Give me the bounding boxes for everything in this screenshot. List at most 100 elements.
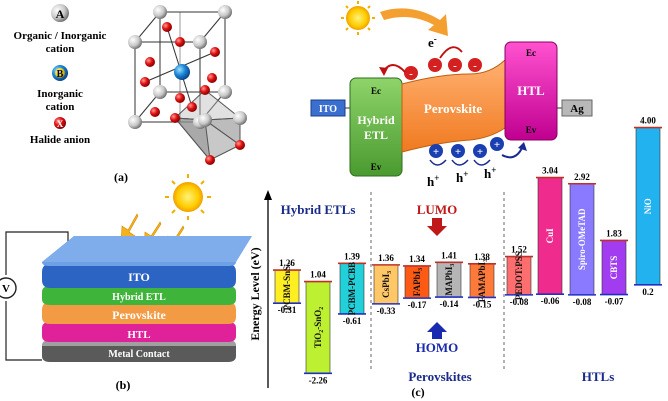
etl-ec-label: Ec — [371, 86, 381, 96]
atom-a — [218, 5, 232, 19]
atom-a — [128, 35, 142, 49]
svg-text:-: - — [473, 60, 477, 72]
legend-x-text: Halide anion — [30, 134, 90, 146]
hole-label: h+ — [427, 173, 439, 189]
svg-text:-: - — [409, 68, 413, 80]
material-label: NiO — [643, 198, 653, 214]
top-value-label: 4.00 — [640, 116, 656, 126]
lumo-label: LUMO — [417, 202, 457, 217]
light-arrow-icon — [380, 8, 448, 36]
bottom-value-label: -0.14 — [440, 299, 459, 309]
top-value-label: 1.39 — [344, 251, 360, 261]
etl-ev-label: Ev — [371, 162, 382, 172]
lumo-arrow-icon — [427, 218, 447, 236]
ito-label: ITO — [319, 104, 337, 115]
hole-hop-arrows — [429, 159, 491, 166]
legend-a-text-line1: Organic / Inorganic — [14, 30, 107, 42]
top-value-label: 1.83 — [606, 228, 622, 238]
legend-x-symbol: X — [57, 119, 64, 129]
layer-metal-contact: Metal Contact — [42, 340, 236, 362]
layer-label-hybrid-etl: Hybrid ETL — [112, 292, 166, 303]
top-value-label: 1.41 — [441, 250, 457, 260]
atom-x — [210, 47, 220, 57]
ag-label: Ag — [570, 103, 584, 115]
atom-a — [218, 85, 232, 99]
holes: + + + + — [429, 137, 504, 158]
layer-hybrid-etl: Hybrid ETL — [42, 286, 236, 305]
hole-arrowhead-icon — [518, 142, 527, 151]
voltmeter-label: V — [2, 283, 10, 295]
atom-x — [235, 140, 245, 150]
legend-a-text-line2: cation — [46, 43, 75, 55]
layer-ito: ITO — [42, 236, 252, 288]
svg-text:+: + — [433, 146, 439, 158]
electron-excite-arrow-icon — [439, 46, 463, 59]
energy-bar-pcbm-pcbb — [339, 263, 365, 315]
panel-b-label: (b) — [116, 378, 131, 392]
energy-bar-nio — [635, 127, 661, 286]
layer-label-ito: ITO — [128, 270, 150, 284]
homo-arrow-icon — [427, 322, 447, 339]
atom-a — [233, 111, 247, 125]
top-value-label: 1.26 — [279, 258, 295, 268]
legend-b-text-line1: Inorganic — [37, 88, 83, 100]
layer-htl: HTL — [42, 322, 236, 342]
atom-x — [187, 102, 197, 112]
material-label: FAPbI3 — [412, 268, 424, 296]
electron-arrowhead-icon — [379, 67, 388, 76]
hole-label: h+ — [484, 165, 496, 181]
layer-label-perovskite: Perovskite — [112, 308, 166, 322]
layer-label-htl: HTL — [127, 329, 150, 341]
panel-a: A Organic / Inorganic cation B Inorganic… — [14, 4, 247, 184]
htl-band — [504, 41, 558, 141]
crystal-atoms — [128, 5, 247, 165]
bottom-value-label: -2.26 — [309, 375, 328, 385]
bottom-value-label: -0.17 — [408, 300, 427, 310]
y-axis-label: Energy Level (eV) — [248, 247, 262, 340]
electrons: - - - - — [404, 58, 482, 80]
atom-x — [162, 22, 172, 32]
svg-text:+: + — [455, 146, 461, 158]
legend-b-inner — [55, 68, 65, 78]
bottom-value-label: -0.06 — [541, 296, 560, 306]
bottom-value-label: -0.08 — [573, 297, 592, 307]
layer-perovskite: Perovskite — [42, 302, 236, 324]
material-label: CBTS — [609, 256, 619, 280]
electron-label: e- — [428, 34, 437, 50]
material-label: FAMAPbI3 — [477, 259, 489, 302]
top-value-label: 1.34 — [409, 254, 425, 264]
top-value-label: 3.04 — [542, 166, 558, 176]
svg-text:+: + — [494, 139, 500, 151]
etl-label-line1: Hybrid — [357, 113, 395, 127]
bottom-value-label: -0.15 — [473, 299, 492, 309]
energy-level-bars: 1.26-0.31PCBM-SnS21.04-2.26TiO2-SnO21.39… — [273, 116, 662, 385]
panel-a-label: (a) — [114, 170, 128, 184]
material-label: Spiro-OMeTAD — [577, 208, 587, 270]
hole-transfer-arrow-icon — [501, 147, 523, 159]
htl-label: HTL — [517, 83, 545, 98]
bottom-value-label: -0.08 — [510, 297, 529, 307]
bottom-value-label: -0.33 — [377, 306, 396, 316]
panel-c-label: (c) — [411, 385, 424, 399]
bottom-value-label: -0.31 — [278, 305, 297, 315]
htl-ev-label: Ev — [526, 125, 537, 135]
svg-text:-: - — [453, 60, 457, 72]
material-label: PCBM-SnS2 — [282, 263, 294, 311]
band-diagram: ITO Ec Hybrid ETL Ev Perovskite Ec HTL E… — [310, 1, 593, 189]
atom-x — [207, 73, 217, 83]
htl-ec-label: Ec — [526, 48, 536, 58]
atom-x — [170, 113, 180, 123]
device-stack: Metal Contact HTL Perovskite Hybrid ETL … — [42, 236, 252, 362]
material-label: TiO2-SnO2 — [313, 307, 325, 348]
bottom-value-label: -0.61 — [343, 316, 362, 326]
bottom-value-label: -0.07 — [605, 297, 624, 307]
hole-label: h+ — [456, 169, 468, 185]
y-axis-arrow-icon — [264, 190, 272, 200]
energy-bar-famapbi3 — [469, 263, 495, 298]
group-label-htls: HTLs — [582, 369, 615, 384]
atom-x — [145, 57, 155, 67]
legend-b-symbol: B — [57, 69, 64, 80]
atom-x — [140, 77, 150, 87]
legend-x-sphere — [54, 117, 66, 129]
